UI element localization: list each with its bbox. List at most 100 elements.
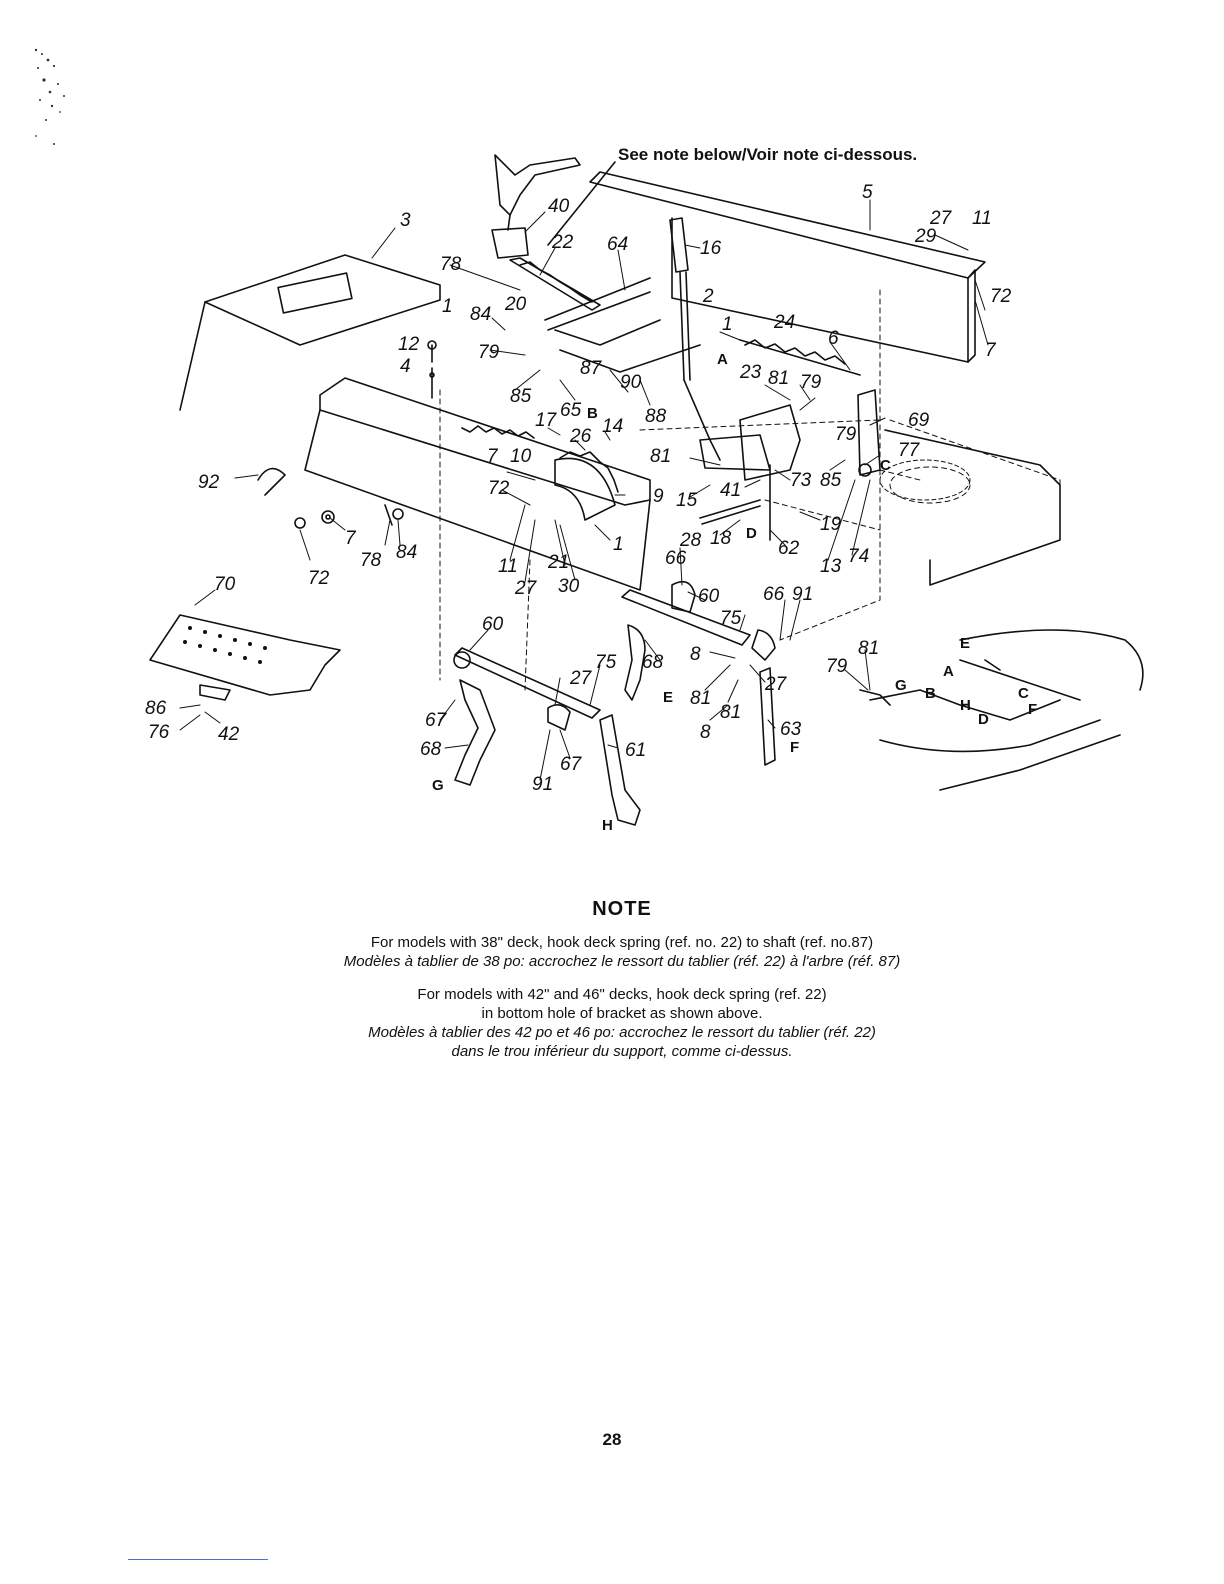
part-label: 28 bbox=[679, 530, 702, 551]
part-label: 75 bbox=[720, 608, 742, 629]
part-label: 62 bbox=[778, 538, 800, 559]
part-label: 63 bbox=[780, 719, 802, 740]
part-label: 79 bbox=[826, 656, 848, 677]
part-label: 17 bbox=[535, 410, 558, 431]
part-label: 67 bbox=[560, 754, 583, 775]
part-label: 69 bbox=[908, 410, 930, 431]
footer-rule bbox=[128, 1559, 268, 1560]
part-label: 74 bbox=[848, 546, 869, 567]
part-label: 68 bbox=[420, 739, 442, 760]
part-label: 75 bbox=[595, 652, 617, 673]
part-label: 18 bbox=[710, 528, 732, 549]
part-label: 81 bbox=[720, 702, 741, 723]
part-label: 60 bbox=[698, 586, 720, 607]
exploded-view-drawing: See note below/Voir note ci-dessous. 40 … bbox=[145, 145, 1144, 834]
part-label: 79 bbox=[478, 342, 500, 363]
letter-label: F bbox=[1028, 701, 1037, 718]
leader-lines bbox=[179, 199, 989, 781]
part-label: 85 bbox=[510, 386, 532, 407]
part-label: 60 bbox=[482, 614, 504, 635]
letter-label: E bbox=[663, 689, 673, 706]
note-42-46-deck-english-1: For models with 42" and 46" decks, hook … bbox=[417, 986, 827, 1003]
part-label: 77 bbox=[898, 440, 921, 461]
part-label: 90 bbox=[620, 372, 642, 393]
part-label: 19 bbox=[820, 514, 842, 535]
part-label: 24 bbox=[773, 312, 795, 333]
spring-shaft-assembly bbox=[509, 257, 861, 376]
part-label: 76 bbox=[148, 722, 170, 743]
lower-middle-linkage bbox=[547, 704, 641, 826]
part-label: 81 bbox=[768, 368, 789, 389]
part-label: 21 bbox=[547, 552, 569, 573]
note-42-46-deck-english-2: in bottom hole of bracket as shown above… bbox=[481, 1005, 763, 1022]
part-label: 8 bbox=[700, 722, 711, 743]
part-label: 23 bbox=[739, 362, 762, 383]
right-pivot bbox=[857, 389, 881, 477]
part-label: 11 bbox=[972, 208, 992, 229]
part-label: 9 bbox=[653, 486, 664, 507]
part-label: 11 bbox=[498, 556, 518, 577]
link-rod bbox=[699, 499, 761, 519]
upper-lever-assembly bbox=[491, 154, 581, 259]
letter-label: B bbox=[587, 405, 598, 422]
letter-label: D bbox=[746, 525, 757, 542]
lower-right-linkage bbox=[621, 580, 776, 766]
letter-label: C bbox=[880, 457, 891, 474]
part-label: 81 bbox=[690, 688, 711, 709]
part-label: 78 bbox=[360, 550, 382, 571]
part-number-labels: 40 22 64 16 5 27 11 29 72 7 3 78 84 20 1… bbox=[145, 182, 1012, 795]
engine-body bbox=[879, 429, 1061, 586]
part-label: 68 bbox=[642, 652, 664, 673]
part-label: 86 bbox=[145, 698, 167, 719]
part-label: 1 bbox=[442, 296, 453, 317]
center-bracket bbox=[699, 404, 801, 541]
part-label: 27 bbox=[569, 668, 593, 689]
fasteners bbox=[257, 340, 437, 529]
letter-label: B bbox=[925, 685, 936, 702]
see-note-label: See note below/Voir note ci-dessous. bbox=[618, 145, 917, 164]
part-label: 91 bbox=[532, 774, 553, 795]
left-panel bbox=[179, 254, 441, 411]
part-label: 30 bbox=[558, 576, 580, 597]
part-label: 84 bbox=[470, 304, 491, 325]
part-label: 14 bbox=[602, 416, 623, 437]
part-label: 7 bbox=[487, 446, 499, 467]
part-label: 64 bbox=[607, 234, 628, 255]
part-label: 7 bbox=[985, 340, 997, 361]
part-label: 67 bbox=[425, 710, 448, 731]
letter-label: D bbox=[978, 711, 989, 728]
note-heading: NOTE bbox=[592, 898, 652, 920]
part-label: 42 bbox=[218, 724, 240, 745]
part-label: 65 bbox=[560, 400, 582, 421]
part-label: 66 bbox=[665, 548, 687, 569]
part-label: 92 bbox=[198, 472, 220, 493]
part-label: 6 bbox=[828, 328, 839, 349]
part-label: 26 bbox=[569, 426, 592, 447]
part-label: 4 bbox=[400, 356, 411, 377]
part-label: 81 bbox=[858, 638, 879, 659]
part-label: 73 bbox=[790, 470, 812, 491]
part-label: 16 bbox=[700, 238, 722, 259]
letter-label: E bbox=[960, 635, 970, 652]
lift-handle bbox=[669, 217, 721, 461]
note-leader-line bbox=[547, 161, 616, 246]
lower-left-linkage bbox=[453, 647, 601, 786]
part-label: 20 bbox=[504, 294, 527, 315]
letter-label: A bbox=[943, 663, 954, 680]
part-label: 13 bbox=[820, 556, 842, 577]
part-label: 72 bbox=[488, 478, 510, 499]
part-label: 79 bbox=[800, 372, 822, 393]
note-38-deck-english: For models with 38" deck, hook deck spri… bbox=[370, 934, 874, 951]
letter-label: C bbox=[1018, 685, 1029, 702]
part-label: 40 bbox=[548, 196, 570, 217]
letter-label: F bbox=[790, 739, 799, 756]
part-label: 27 bbox=[764, 674, 788, 695]
letter-label: A bbox=[717, 351, 728, 368]
part-label: 2 bbox=[702, 286, 714, 307]
note-38-deck-french: Modèles à tablier de 38 po: accrochez le… bbox=[343, 953, 901, 970]
letter-labels: A B C D E F G H A B C D E F G H bbox=[432, 351, 1037, 834]
note-spacer bbox=[212, 971, 1032, 985]
part-label: 41 bbox=[720, 480, 741, 501]
part-label: 7 bbox=[345, 528, 357, 549]
letter-label: G bbox=[432, 777, 444, 794]
